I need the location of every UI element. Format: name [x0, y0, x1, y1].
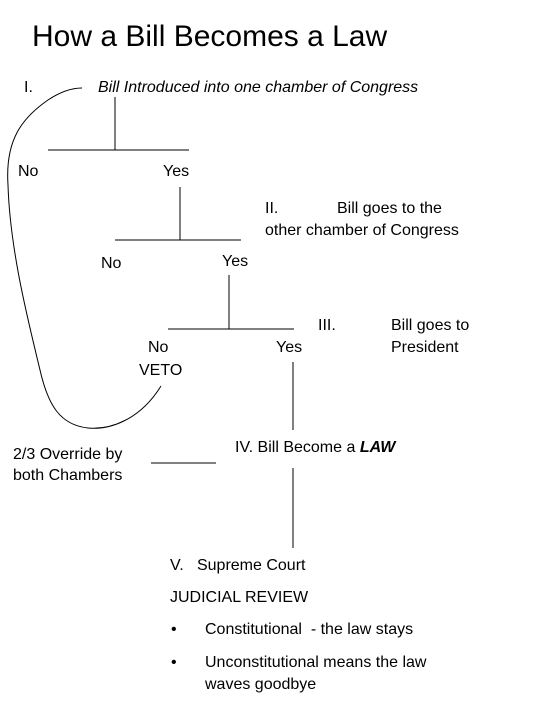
page-title: How a Bill Becomes a Law [32, 20, 388, 53]
step3-no-label: No [148, 339, 169, 356]
step2-text-line2: other chamber of Congress [265, 222, 459, 239]
step2-no-label: No [101, 255, 122, 272]
step3-veto-label: VETO [139, 362, 183, 379]
veto-override-curve [7, 87, 162, 429]
bullet-unconstitutional-line1: Unconstitutional means the law [205, 654, 427, 671]
step3-text-line1: Bill goes to [391, 317, 470, 334]
step5-heading: V. Supreme Court [170, 557, 306, 574]
step4-text: IV. Bill Become a LAW [235, 438, 395, 458]
bullet-marker: • [171, 621, 177, 638]
step4-law-emphasis: LAW [359, 439, 396, 456]
step2-numeral: II. [265, 200, 279, 217]
step1-numeral: I. [24, 79, 33, 96]
step1-yes-label: Yes [163, 163, 190, 180]
step2-text-line1: Bill goes to the [337, 200, 442, 217]
override-line1: 2/3 Override by [13, 446, 123, 463]
bullet-constitutional: Constitutional - the law stays [205, 621, 414, 638]
step1-no-label: No [18, 163, 39, 180]
step3-numeral: III. [318, 317, 336, 334]
step5-subheading: JUDICIAL REVIEW [170, 589, 309, 606]
bullet-unconstitutional-line2: waves goodbye [205, 676, 317, 693]
step2-yes-label: Yes [222, 253, 249, 270]
override-line2: both Chambers [13, 467, 123, 484]
step1-text: Bill Introduced into one chamber of Cong… [98, 79, 419, 96]
step3-yes-label: Yes [276, 339, 303, 356]
bullet-marker: • [171, 654, 177, 671]
step4-prefix: IV. Bill Become a [235, 439, 356, 456]
step3-text-line2: President [391, 339, 459, 356]
